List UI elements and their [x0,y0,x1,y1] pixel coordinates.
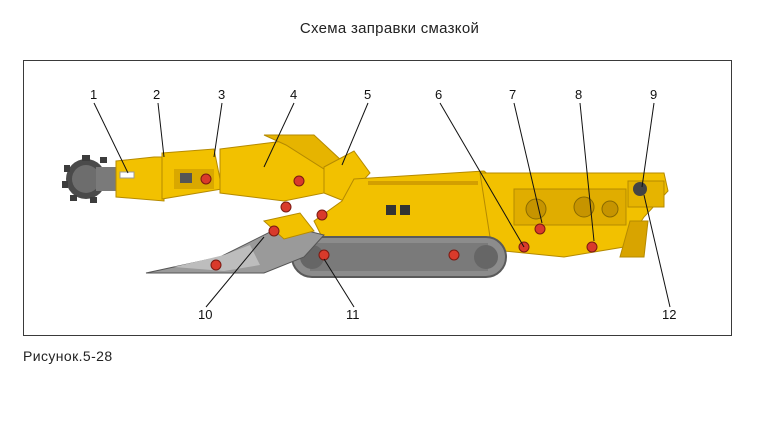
callout-label: 7 [509,87,516,102]
callout-label: 8 [575,87,582,102]
diagram-title: Схема заправки смазкой [299,20,480,37]
roadheader-lubrication-diagram: 1 2 3 4 5 6 7 8 9 10 11 12 [62,87,676,322]
callout-label: 12 [662,307,676,322]
callout-label: 6 [435,87,442,102]
callout-label: 4 [290,87,297,102]
loading-apron [145,212,325,274]
callout-label: 11 [346,307,360,322]
machine-body [313,170,669,258]
cutter-head [62,155,118,203]
figure-caption: Рисунок.5-28 [23,348,113,364]
callout-numbers: 1 2 3 4 5 6 7 8 9 10 11 12 [90,87,676,322]
callout-lines [93,102,671,308]
callout-label: 3 [218,87,225,102]
lubrication-points [200,173,598,271]
diagram-frame: 1 2 3 4 5 6 7 8 9 10 11 12 [23,60,732,336]
callout-label: 2 [153,87,160,102]
callout-label: 5 [364,87,371,102]
cutting-boom [115,134,371,202]
callout-label: 10 [198,307,212,322]
callout-label: 9 [650,87,657,102]
callout-label: 1 [90,87,97,102]
